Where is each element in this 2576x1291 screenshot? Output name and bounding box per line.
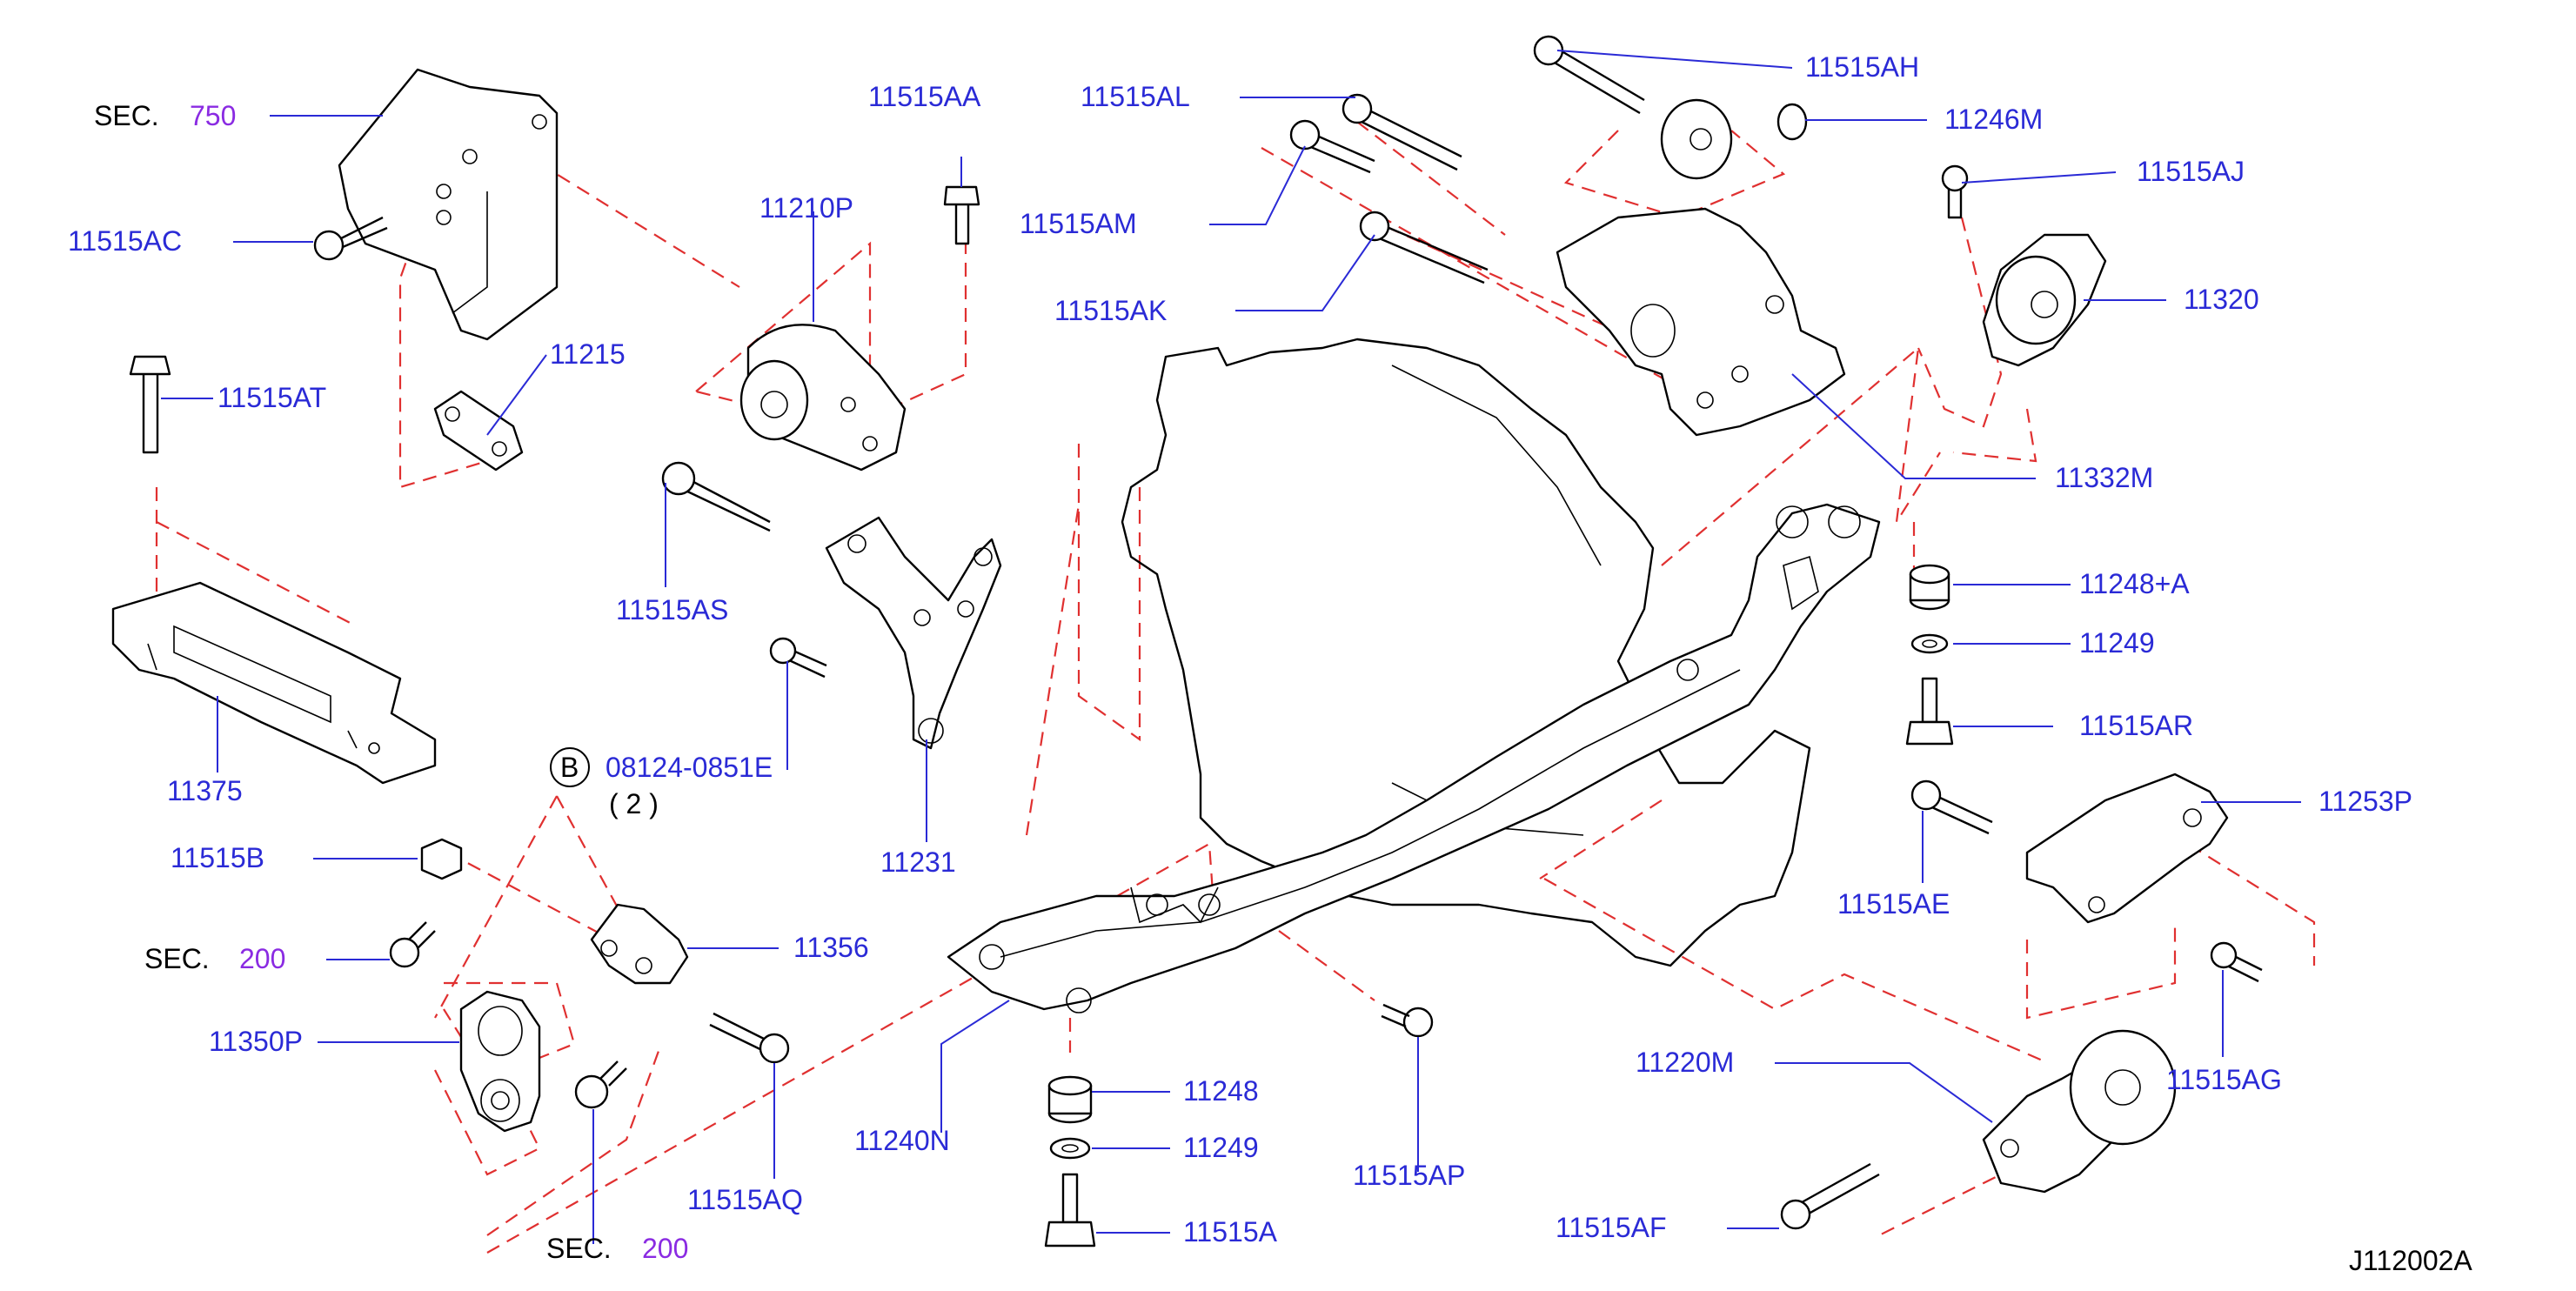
bracket-11356: [590, 903, 689, 985]
bracket-11231: [825, 516, 1002, 750]
label-11210P: 11210P: [759, 192, 853, 224]
bolt-11515AA: [943, 185, 980, 245]
plate-11375: [111, 581, 437, 785]
bolt-sec200-upper: [389, 921, 436, 968]
label-11515AF: 11515AF: [1556, 1212, 1667, 1243]
insulator-11246M: [1660, 98, 1808, 180]
badge-b: B: [560, 752, 579, 783]
bolt-11515AQ: [709, 1012, 790, 1064]
bolt-11515AT: [129, 355, 171, 454]
label-11515AR: 11515AR: [2079, 710, 2193, 741]
phantom-lines: [155, 121, 2316, 1254]
badge-b-circle: [550, 747, 590, 787]
bolts-AL-AM-AK: [1289, 93, 1489, 284]
label-11515AG: 11515AG: [2166, 1064, 2282, 1095]
label-11249-lower: 11249: [1183, 1132, 1259, 1163]
label-11515AA: 11515AA: [868, 81, 981, 112]
insulator-11248: [1047, 1075, 1093, 1124]
bolt-11515AH: [1533, 35, 1645, 115]
label-11515B: 11515B: [171, 842, 264, 873]
insulator-11350P: [459, 990, 541, 1133]
label-11515AS: 11515AS: [616, 594, 728, 625]
crossmember: [947, 503, 1881, 1013]
label-11248A: 11248+A: [2079, 568, 2190, 599]
spacer-11215: [433, 390, 524, 472]
label-11515AE: 11515AE: [1837, 888, 1950, 920]
bolt-sec200-lower: [574, 1060, 627, 1109]
label-11515AK: 11515AK: [1054, 295, 1167, 326]
washer-11249-upper: [1910, 633, 1949, 654]
label-11253P: 11253P: [2318, 786, 2412, 817]
label-11515AT: 11515AT: [217, 382, 326, 413]
label-qty-2: ( 2 ): [609, 788, 659, 819]
insulator-11320: [1982, 233, 2107, 367]
label-11350P: 11350P: [209, 1026, 303, 1057]
label-11515AH: 11515AH: [1805, 51, 1919, 83]
labels: SEC. 750 11515AC 11515AT 11215 11375 112…: [68, 51, 2472, 1276]
bolt-11515AG: [2210, 941, 2263, 983]
label-11515AP: 11515AP: [1353, 1160, 1465, 1191]
label-11515A: 11515A: [1183, 1216, 1278, 1248]
nut-11515B: [420, 838, 463, 880]
label-11515AM: 11515AM: [1020, 208, 1137, 239]
label-11215: 11215: [550, 338, 626, 370]
label-11375: 11375: [167, 775, 243, 806]
bolt-08124-0851E: [769, 637, 827, 679]
label-sec750-prefix: SEC.: [94, 100, 159, 131]
leader-lines: [161, 50, 2301, 1244]
label-sec200-upper-prefix: SEC.: [144, 943, 210, 974]
label-11515AL: 11515AL: [1081, 81, 1190, 112]
bolt-11515AJ: [1941, 164, 1969, 219]
insulator-11210P: [739, 324, 907, 472]
label-11515AQ: 11515AQ: [687, 1184, 803, 1215]
bracket-11332M: [1556, 207, 1846, 437]
bolt-11515AE: [1910, 779, 1993, 835]
label-11248: 11248: [1183, 1075, 1259, 1107]
bolt-11515AS: [661, 461, 771, 532]
label-11356: 11356: [793, 932, 869, 963]
label-11246M: 11246M: [1944, 104, 2043, 135]
label-sec200-lower-number: 200: [642, 1233, 688, 1264]
label-sec750-number: 750: [190, 100, 236, 131]
insulator-11248A: [1909, 564, 1950, 611]
bolt-11515AC: [313, 216, 388, 261]
label-11515AJ: 11515AJ: [2137, 156, 2245, 187]
label-11240N: 11240N: [854, 1125, 950, 1156]
insulator-11220M: [1982, 1029, 2177, 1194]
label-sec200-upper-number: 200: [239, 943, 285, 974]
label-08124-0851E: 08124-0851E: [606, 752, 773, 783]
label-11231: 11231: [880, 846, 956, 878]
label-11249-upper: 11249: [2079, 627, 2155, 659]
bolt-11515A: [1044, 1173, 1096, 1248]
bracket-sec750: [338, 68, 559, 341]
bolt-11515AP: [1381, 1003, 1434, 1038]
diagram-code: J112002A: [2349, 1245, 2472, 1276]
bolt-11515AR: [1905, 677, 1954, 746]
label-sec200-lower-prefix: SEC.: [546, 1233, 612, 1264]
label-11220M: 11220M: [1636, 1047, 1734, 1078]
bolt-11515AF: [1780, 1162, 1880, 1230]
bracket-11253P: [2025, 773, 2229, 924]
label-11515AC: 11515AC: [68, 225, 182, 257]
label-11332M: 11332M: [2055, 462, 2153, 493]
label-11320: 11320: [2184, 284, 2259, 315]
washer-11249-lower: [1049, 1137, 1091, 1160]
